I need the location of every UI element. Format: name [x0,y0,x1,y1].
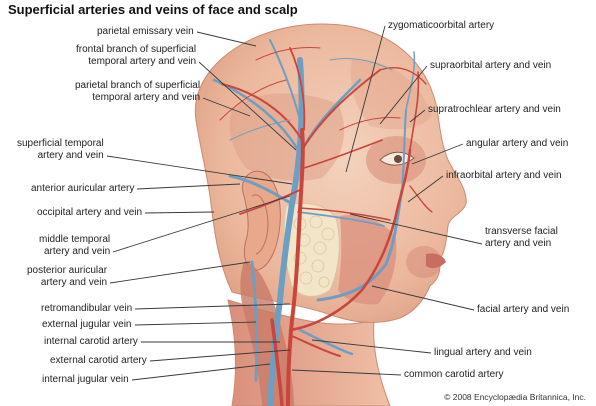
leader-retromandibular-vein [135,304,290,309]
leader-zygomaticoorbital [346,26,385,172]
label-common-carotid: common carotid artery [404,369,503,381]
label-parietal-emissary-vein: parietal emissary vein [97,26,194,38]
leader-superficial-temporal [107,156,292,184]
leader-facial [372,286,474,310]
leader-occipital [145,212,214,213]
label-supraorbital: supraorbital artery and vein [430,60,551,72]
copyright-notice: © 2008 Encyclopædia Britannica, Inc. [444,392,586,402]
label-line: supraorbital artery and vein [430,60,551,72]
leader-common-carotid [292,370,401,375]
leader-middle-temporal [113,196,290,252]
label-line: posterior auricular [27,265,107,277]
leader-parietal-branch [203,98,250,116]
label-infraorbital: infraorbital artery and vein [446,170,562,182]
label-line: occipital artery and vein [37,207,142,219]
label-line: artery and vein [39,246,110,258]
label-line: angular artery and vein [466,138,568,150]
leader-posterior-auricular [110,262,250,283]
label-retromandibular-vein: retromandibular vein [41,303,132,315]
leader-anterior-auricular [137,184,240,189]
label-line: temporal artery and vein [76,56,196,68]
label-line: infraorbital artery and vein [446,170,562,182]
label-line: transverse facial [485,226,558,238]
label-external-carotid-artery: external carotid artery [50,355,147,367]
leader-infraorbital [408,176,443,202]
leader-internal-jugular-vein [132,364,270,380]
label-line: internal carotid artery [44,336,138,348]
label-line: supratrochlear artery and vein [428,104,561,116]
label-line: artery and vein [17,150,104,162]
label-facial: facial artery and vein [477,304,569,316]
label-internal-jugular-vein: internal jugular vein [42,374,129,386]
label-angular: angular artery and vein [466,138,568,150]
label-line: external carotid artery [50,355,147,367]
leader-angular [412,144,463,164]
leader-parietal-emissary-vein [197,32,256,46]
leader-supratrochlear [410,110,425,122]
label-line: internal jugular vein [42,374,129,386]
label-line: artery and vein [485,238,558,250]
leader-supraorbital [380,66,427,124]
label-line: facial artery and vein [477,304,569,316]
leader-frontal-branch [199,62,296,150]
label-line: artery and vein [27,277,107,289]
label-line: parietal branch of superficial [75,80,200,92]
label-zygomaticoorbital: zygomaticoorbital artery [388,20,494,32]
leader-external-carotid-artery [150,350,290,361]
label-line: common carotid artery [404,369,503,381]
label-external-jugular-vein: external jugular vein [42,319,132,331]
label-supratrochlear: supratrochlear artery and vein [428,104,561,116]
label-line: zygomaticoorbital artery [388,20,494,32]
leader-transverse-facial [350,214,482,244]
label-line: parietal emissary vein [97,26,194,38]
label-line: superficial temporal [17,138,104,150]
label-line: lingual artery and vein [434,347,532,359]
label-line: frontal branch of superficial [76,44,196,56]
leader-lingual [312,340,431,353]
label-internal-carotid-artery: internal carotid artery [44,336,138,348]
label-line: external jugular vein [42,319,132,331]
label-line: anterior auricular artery [31,183,134,195]
label-lingual: lingual artery and vein [434,347,532,359]
label-line: temporal artery and vein [75,92,200,104]
label-line: middle temporal [39,234,110,246]
label-occipital: occipital artery and vein [37,207,142,219]
label-line: retromandibular vein [41,303,132,315]
label-anterior-auricular: anterior auricular artery [31,183,134,195]
leader-external-jugular-vein [135,322,256,325]
